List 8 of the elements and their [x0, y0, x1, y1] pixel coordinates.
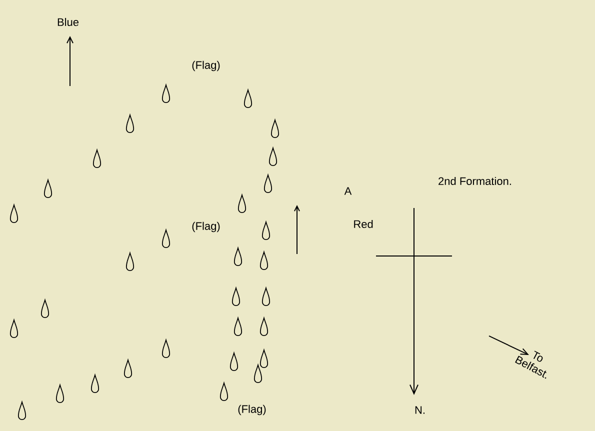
label-text: A: [344, 187, 352, 195]
label-text: 2nd Formation.: [438, 176, 511, 186]
label-text: N.: [415, 406, 424, 414]
label-text: Blue: [58, 18, 79, 26]
label-text: Red: [354, 220, 373, 228]
label-text: (Flag): [238, 404, 266, 416]
label-text: (Flag): [192, 222, 220, 232]
label-text: (Flag): [192, 60, 220, 72]
